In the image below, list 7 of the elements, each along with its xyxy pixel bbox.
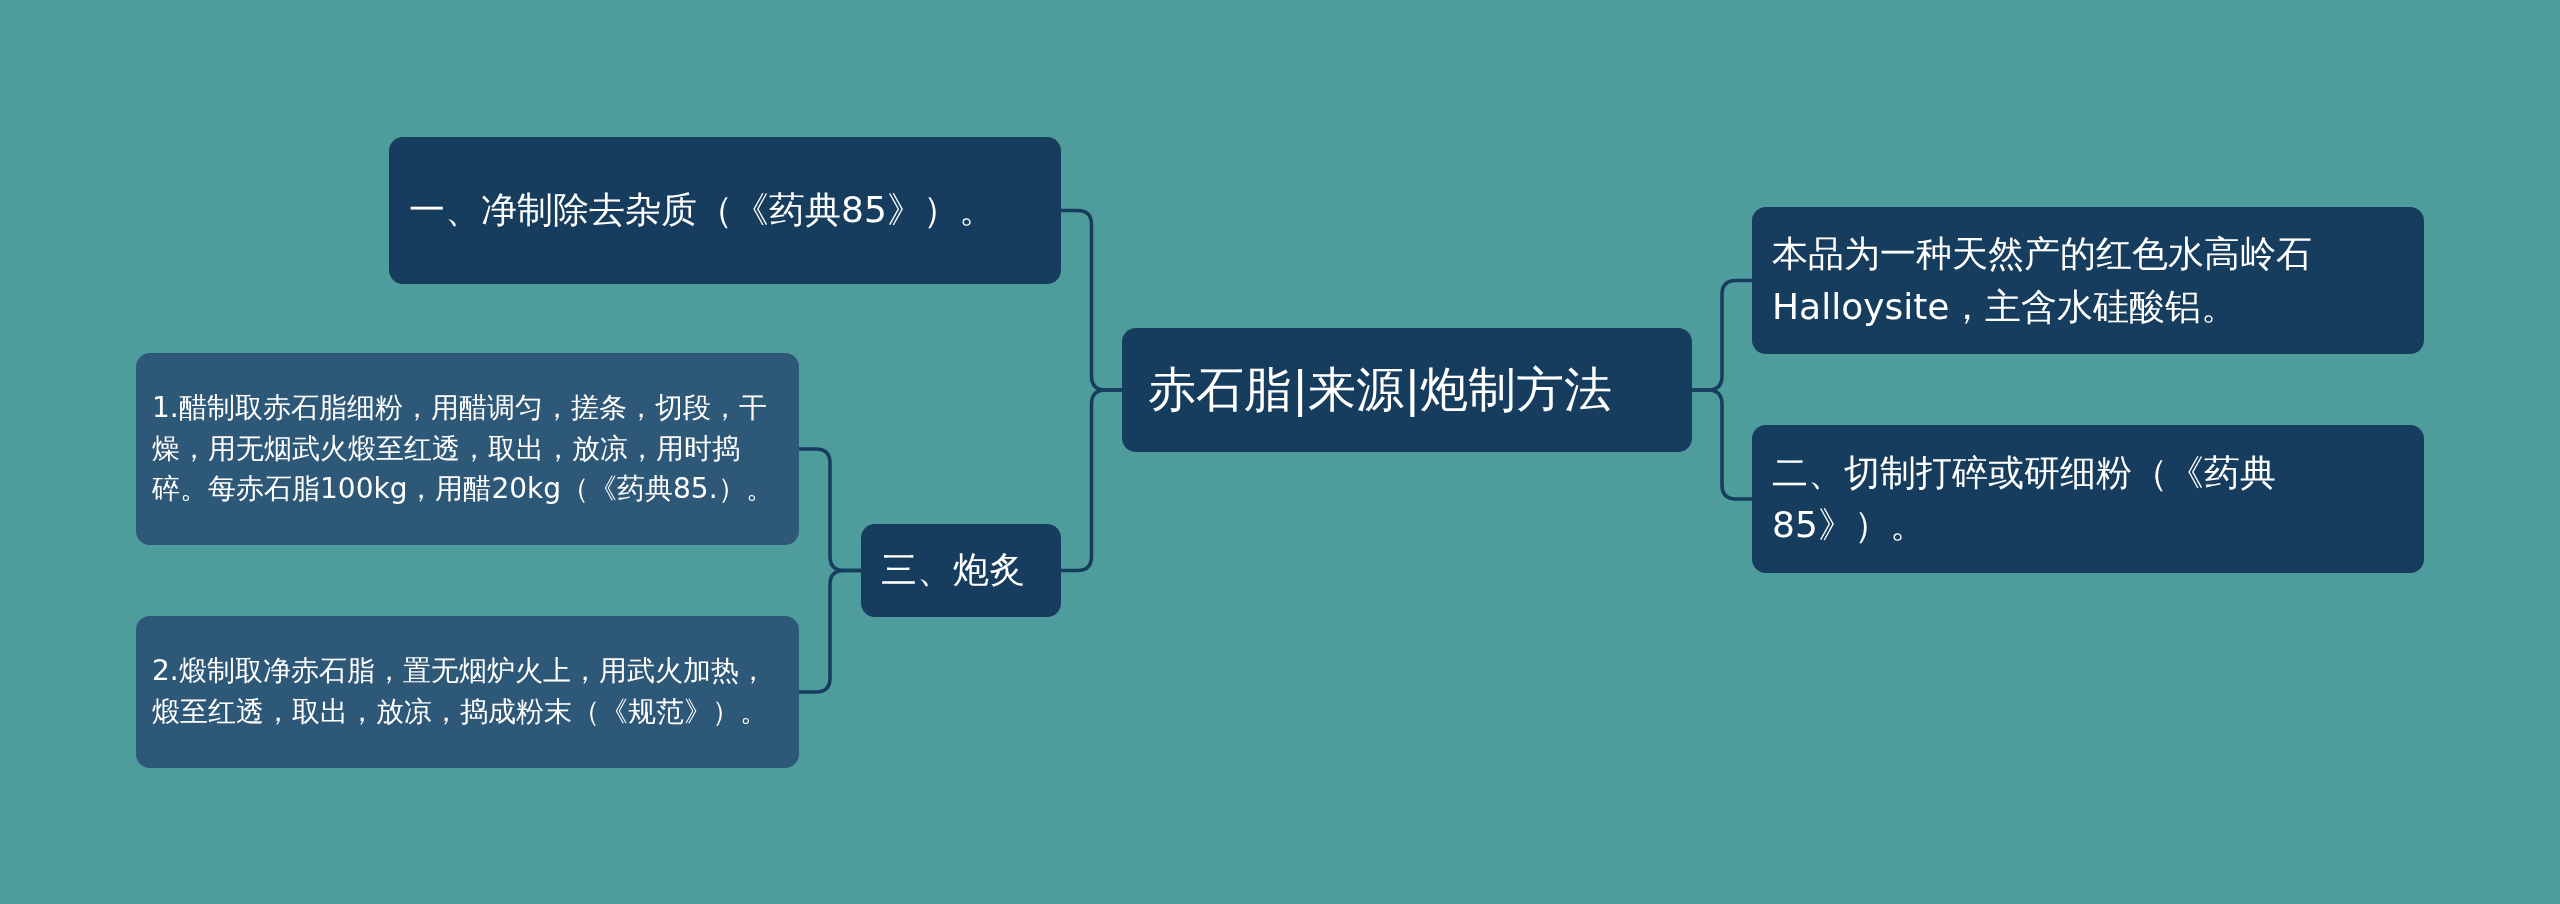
topic-box: 一、净制除去杂质（《药典85》）。 <box>389 137 1061 284</box>
topic-box: 三、炮炙 <box>861 524 1061 617</box>
central-topic-box: 赤石脂|来源|炮制方法 <box>1122 328 1692 452</box>
subtopic-box: 2.煅制取净赤石脂，置无烟炉火上，用武火加热，煅至红透，取出，放凉，捣成粉末（《规范》）。 <box>136 616 799 768</box>
subtopic-box: 1.醋制取赤石脂细粉，用醋调匀，搓条，切段，干燥，用无烟武火煅至红透，取出，放凉，用时捣碎。每赤石脂100kg，用醋20kg（《药典85.）。 <box>136 353 799 545</box>
topic-box: 二、切制打碎或研细粉（《药典85》）。 <box>1752 425 2424 573</box>
topic-box: 本品为一种天然产的红色水高岭石Halloysite，主含水硅酸铝。 <box>1752 207 2424 354</box>
